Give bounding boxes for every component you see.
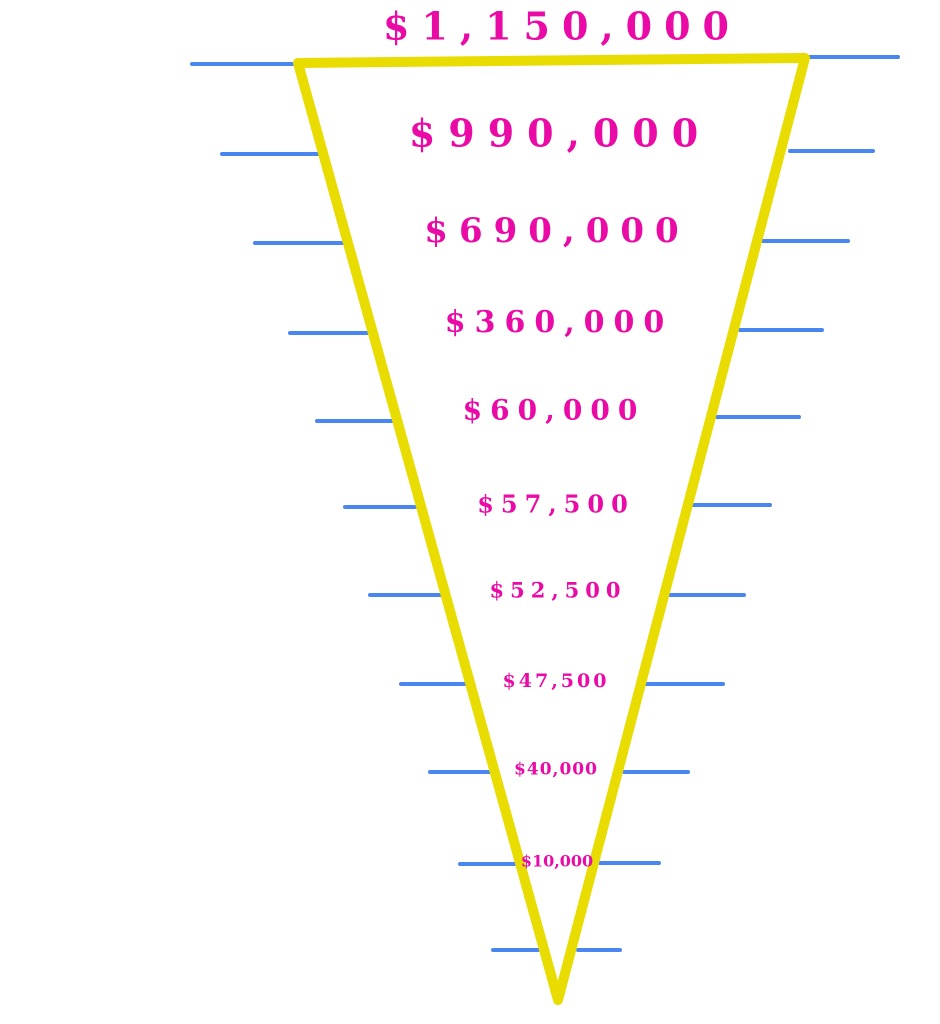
stage-label: $1,150,000: [383, 4, 741, 49]
stage-label: $10,000: [521, 852, 593, 871]
level-lines: [190, 55, 900, 952]
stage-label: $360,000: [445, 305, 674, 340]
stage-label: $40,000: [514, 760, 598, 780]
stage-label: $990,000: [409, 111, 711, 156]
stage-labels: $1,150,000 $990,000 $690,000 $360,000 $60,00…: [383, 4, 741, 871]
stage-label: $57,500: [477, 490, 635, 519]
stage-label: $690,000: [424, 211, 689, 251]
stage-label: $52,500: [490, 578, 627, 603]
stage-label: $47,500: [503, 670, 610, 692]
stage-label: $60,000: [463, 394, 646, 427]
funnel-outline: [293, 53, 810, 1005]
